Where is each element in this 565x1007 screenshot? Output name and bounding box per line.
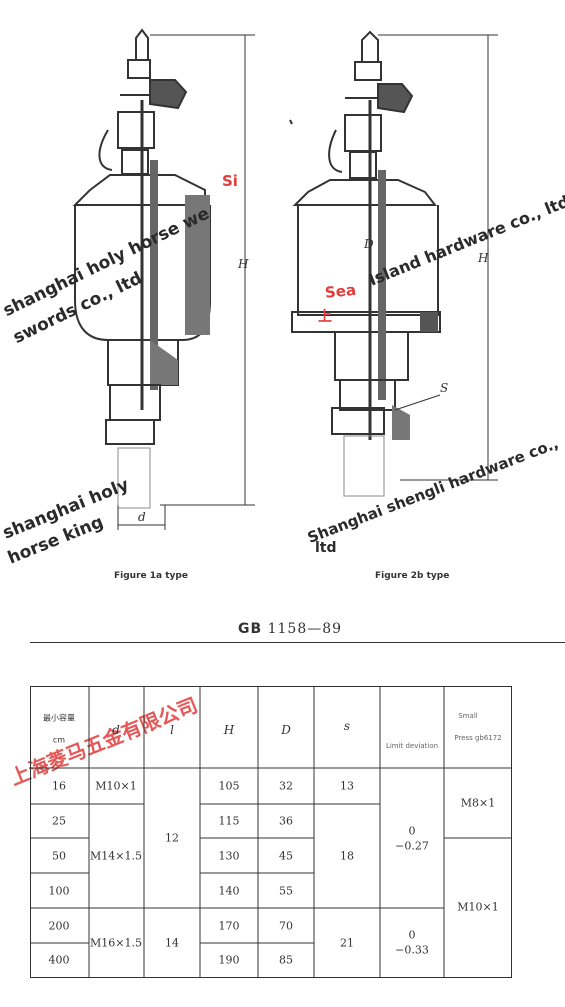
table-cell-H: 105 [218, 779, 240, 793]
table-cell-thread: M10×1 [457, 900, 499, 914]
table-cell-dev-upper: 0 [408, 824, 416, 838]
dimensions-table: 最小容量 cm d l H D s Limit deviation Small … [30, 686, 512, 978]
table-cell-H: 170 [218, 919, 240, 933]
table-cell-D: 85 [279, 953, 293, 967]
table-cell-H: 190 [218, 953, 240, 967]
label-D: D [363, 237, 374, 251]
standard-code-number: 1158—89 [262, 621, 343, 637]
header-small: Small [458, 712, 478, 720]
watermark-text: Sea [324, 280, 357, 302]
watermark-text: ltd [315, 540, 337, 556]
figure-2b-caption: Figure 2b type [375, 571, 450, 581]
standard-title: GB 1158—89 [238, 621, 342, 637]
table-cell-l: 12 [165, 831, 179, 845]
table-cell-d: M14×1.5 [90, 849, 142, 863]
table-cell-capacity: 16 [52, 779, 66, 793]
header-s: s [343, 719, 351, 733]
standard-code-prefix: GB [238, 621, 263, 637]
table-cell-H: 140 [218, 884, 240, 898]
figure-1a-drawing [72, 28, 255, 530]
table-cell-thread: M8×1 [460, 796, 496, 810]
table-cell-D: 45 [279, 849, 293, 863]
table-cell-D: 70 [279, 919, 293, 933]
table-cell-s: 18 [340, 849, 354, 863]
label-H-fig2: H [477, 251, 489, 265]
figure-2b-drawing [289, 30, 498, 497]
figure-1a-caption: Figure 1a type [114, 571, 188, 581]
table-cell-H: 115 [218, 814, 240, 828]
table-cell-l: 14 [165, 936, 179, 950]
table-cell-D: 32 [279, 779, 293, 793]
table-cell-capacity: 400 [48, 953, 70, 967]
header-l: l [170, 723, 174, 737]
table-cell-s: 13 [340, 779, 354, 793]
table-cell-D: 55 [279, 884, 293, 898]
table-cell-H: 130 [218, 849, 240, 863]
header-capacity-unit: cm [52, 735, 66, 745]
watermark-text: Si [222, 172, 238, 190]
label-S: S [440, 381, 448, 395]
table-grid [30, 686, 512, 978]
table-cell-d: M16×1.5 [90, 936, 142, 950]
table-cell-D: 36 [279, 814, 293, 828]
table-cell-dev-lower: −0.33 [395, 943, 429, 957]
table-cell-capacity: 200 [48, 919, 70, 933]
label-H-fig1: H [237, 257, 249, 271]
table-cell-dev-upper: 0 [408, 928, 416, 942]
technical-drawings: H d H D S [72, 28, 498, 530]
watermark-text: 上 [318, 309, 332, 325]
table-cell-capacity: 25 [52, 814, 66, 828]
header-H: H [223, 723, 235, 737]
table-cell-d: M10×1 [95, 779, 137, 793]
table-cell-s: 21 [340, 936, 354, 950]
header-d: d [112, 723, 120, 737]
table-cell-capacity: 50 [52, 849, 66, 863]
header-capacity: 最小容量 [43, 713, 75, 723]
table-cell-capacity: 100 [48, 884, 70, 898]
header-D: D [281, 723, 291, 737]
table-cell-dev-lower: −0.27 [395, 839, 429, 853]
header-limit-deviation: Limit deviation [385, 742, 439, 750]
label-d: d [138, 510, 146, 524]
title-rule [30, 642, 565, 643]
header-press: Press gb6172 [454, 734, 502, 742]
